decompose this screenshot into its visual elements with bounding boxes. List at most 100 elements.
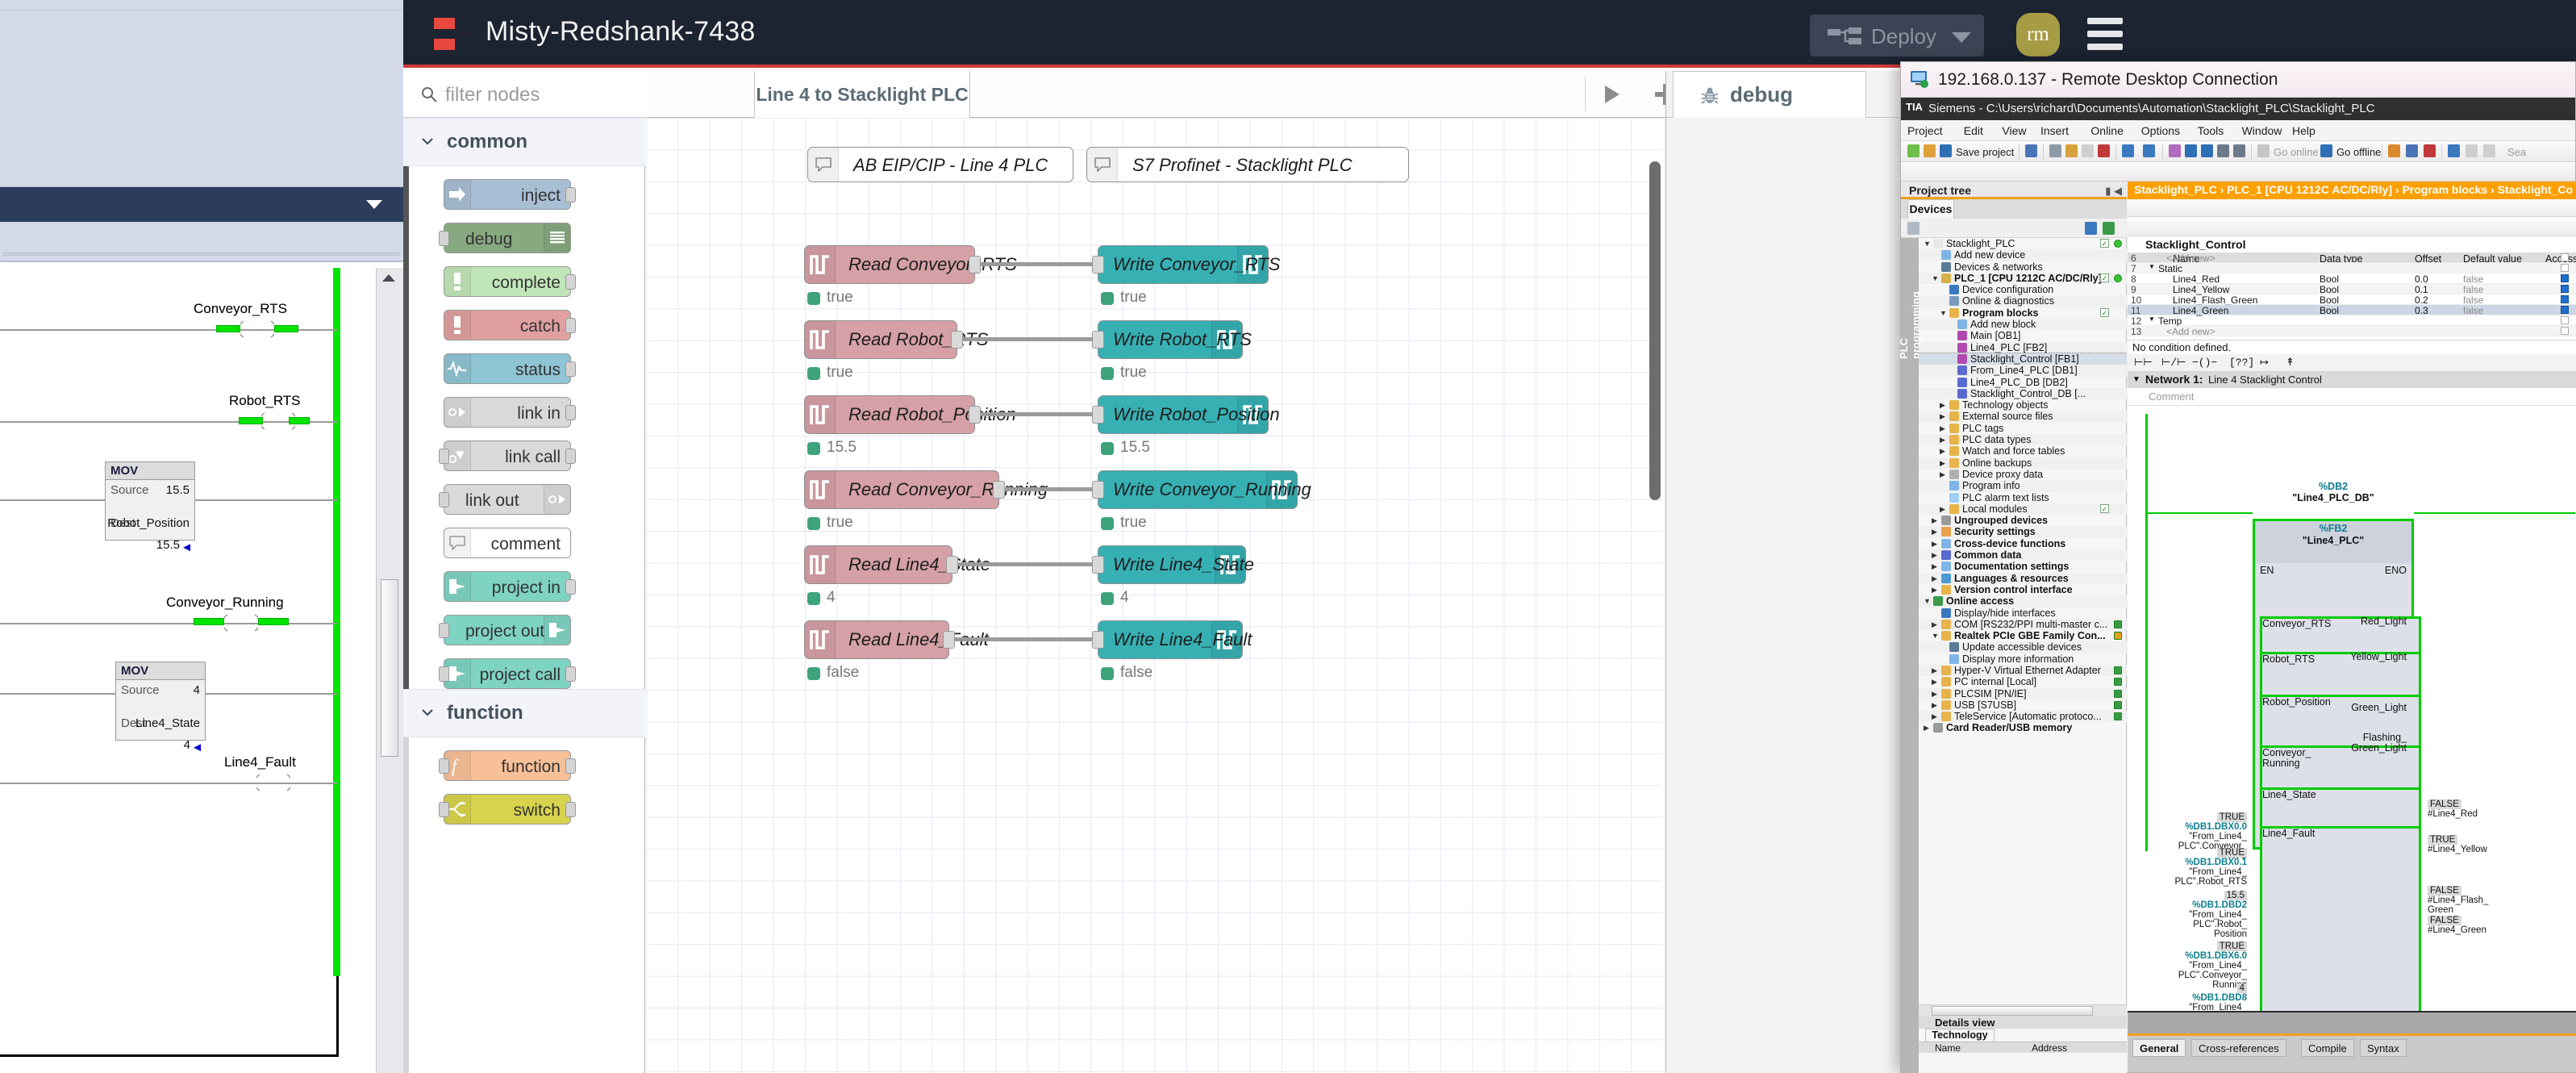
chevron-right-icon[interactable]: ▶ [1932,689,1937,698]
flow-node-read[interactable]: Read Line4_State [804,545,990,584]
accessible-checkbox[interactable] [2561,316,2569,324]
chevron-right-icon[interactable]: ▶ [1940,470,1945,478]
fb-input-tag[interactable]: 15.5%DB1.DBD2"From_Line4_ PLC".Robot_ Po… [2150,891,2247,939]
flow-node-read[interactable]: Read Line4_Fault [804,620,989,659]
flow-node-read[interactable]: Read Conveyor_RTS [804,245,1017,284]
tree-item-online-access[interactable]: ▼Online access [1919,595,2127,607]
save-project-label[interactable]: Save project [1956,146,2015,158]
accessible-checkbox[interactable] [2561,264,2569,272]
tree-item-line4-plc-fb2[interactable]: Line4_PLC [FB2] [1919,341,2127,353]
menu-tools[interactable]: Tools [2197,124,2224,137]
start-simulation-icon[interactable] [2217,144,2229,157]
chevron-right-icon[interactable]: ▶ [1940,436,1945,445]
palette-category-function[interactable]: function [403,689,645,737]
chevron-right-icon[interactable]: ▶ [1932,620,1937,628]
scroll-up-icon[interactable] [382,274,395,282]
export-icon[interactable] [2103,222,2115,235]
diagnostics-icon[interactable] [2388,144,2400,157]
x-icon[interactable] [2448,144,2460,157]
palette-node-debug[interactable]: debug [439,223,571,253]
function-block-call[interactable]: %DB2 "Line4_PLC_DB" %FB2 "Line4_PLC" EN … [2253,481,2421,1012]
flow-node-write[interactable]: Write Robot_Position [1092,395,1280,434]
tree-item-device-proxy-data[interactable]: ▶Device proxy data [1919,469,2127,480]
fb-input-tag[interactable]: TRUE%DB1.DBX6.0"From_Line4_ PLC".Conveyo… [2150,941,2247,990]
bottom-tab-syntax[interactable]: Syntax [2360,1039,2407,1057]
chevron-right-icon[interactable]: ▶ [1932,539,1937,548]
port-in[interactable] [439,802,449,817]
port-in[interactable] [1092,481,1104,499]
port-out[interactable] [565,187,576,202]
port-out[interactable] [565,274,576,290]
tree-item-local-modules[interactable]: ▶Local modules✓ [1919,503,2127,516]
tree-item-documentation-settings[interactable]: ▶Documentation settings [1919,561,2127,572]
menu-edit[interactable]: Edit [1963,124,1983,137]
tree-item-usb-s7usb[interactable]: ▶USB [S7USB] [1919,699,2127,711]
chevron-right-icon[interactable]: ▶ [1940,401,1945,410]
palette-node-link-in[interactable]: link in [444,397,576,428]
details-view-header[interactable]: Details view [1919,1016,2127,1029]
tree-item-ungrouped-devices[interactable]: ▶Ungrouped devices [1919,515,2127,526]
accessible-checkbox[interactable] [2561,274,2569,282]
chevron-down-icon[interactable]: ▼ [2149,263,2155,270]
copy-icon[interactable] [2065,144,2078,157]
port-in[interactable] [1092,631,1104,649]
flow-wire[interactable] [980,412,1093,416]
flow-wire[interactable] [962,337,1093,341]
chevron-right-icon[interactable]: ▶ [1932,574,1937,582]
tree-item-languages-resources[interactable]: ▶Languages & resources [1919,572,2127,584]
palette-node-project-out[interactable]: project out [439,615,571,645]
flow-wire[interactable] [954,637,1093,641]
port-out[interactable] [565,318,576,333]
tree-item-program-blocks[interactable]: ▼Program blocks✓ [1919,307,2127,319]
palette-node-catch[interactable]: catch [444,310,576,340]
undo-icon[interactable] [2122,144,2134,157]
filter-icon[interactable] [1907,222,1919,235]
stop-icon[interactable] [2424,144,2436,157]
network-comment[interactable]: Comment [2128,388,2576,406]
variable-row[interactable]: 12▼Temp [2128,315,2576,327]
tab-devices[interactable]: Devices [1907,199,1954,219]
split-h-icon[interactable] [2466,144,2478,157]
palette-node-link-out[interactable]: link out [439,484,571,515]
port-in[interactable] [439,623,449,638]
palette-node-project-in[interactable]: project in [444,571,576,602]
chevron-down-icon[interactable]: ▼ [1932,273,1939,282]
save-icon[interactable] [1940,144,1952,157]
palette-node-project-call[interactable]: project call [439,658,576,689]
variable-row[interactable]: 7▼Static [2128,263,2576,274]
fb-input-tag[interactable]: 4%DB1.DBD8"From_Line4_ PLC".Line4_State [2150,983,2247,1012]
flow-node-write[interactable]: Write Robot_RTS [1092,320,1252,359]
accessible-checkbox[interactable] [2561,285,2569,293]
open-project-icon[interactable] [1924,144,1936,157]
palette-category-common[interactable]: common [403,118,645,166]
chevron-down-icon[interactable] [366,200,382,209]
tree-item-security-settings[interactable]: ▶Security settings [1919,526,2127,538]
port-out[interactable] [565,449,576,464]
tree-item-pc-internal-local[interactable]: ▶PC internal [Local] [1919,676,2127,687]
variable-row[interactable]: 6<Add new> [2128,253,2576,264]
flow-node-write[interactable]: Write Line4_Fault [1092,620,1252,659]
tab-debug[interactable]: debug [1673,71,1866,118]
chevron-right-icon[interactable]: ▶ [1940,458,1945,467]
tree-item-display-hide-interfaces[interactable]: Display/hide interfaces [1919,607,2127,619]
palette-scroll-thumb[interactable] [403,160,409,708]
fb-output-tag[interactable]: FALSE#Line4_Green [2428,916,2565,935]
search-field[interactable]: Sea [2507,146,2527,158]
search-input[interactable]: filter nodes [445,84,540,106]
tree-item-card-reader-usb-memory[interactable]: ▶Card Reader/USB memory [1919,722,2127,733]
avatar[interactable]: rm [2016,13,2060,56]
port-out[interactable] [943,631,955,649]
port-out[interactable] [565,802,576,817]
bottom-tab-cross-references[interactable]: Cross-references [2191,1039,2286,1057]
flow-node-read[interactable]: Read Robot_RTS [804,320,988,359]
compile-icon[interactable] [2169,144,2181,157]
port-out[interactable] [565,405,576,420]
tree-item-online-diagnostics[interactable]: Online & diagnostics [1919,295,2127,307]
port-out[interactable] [565,579,576,595]
menu-insert[interactable]: Insert [2040,124,2070,137]
tree-item-plc-alarm-text-lists[interactable]: PLC alarm text lists [1919,492,2127,503]
tree-item-com-rs232-ppi-multi-master-c[interactable]: ▶COM [RS232/PPI multi-master c... [1919,618,2127,631]
